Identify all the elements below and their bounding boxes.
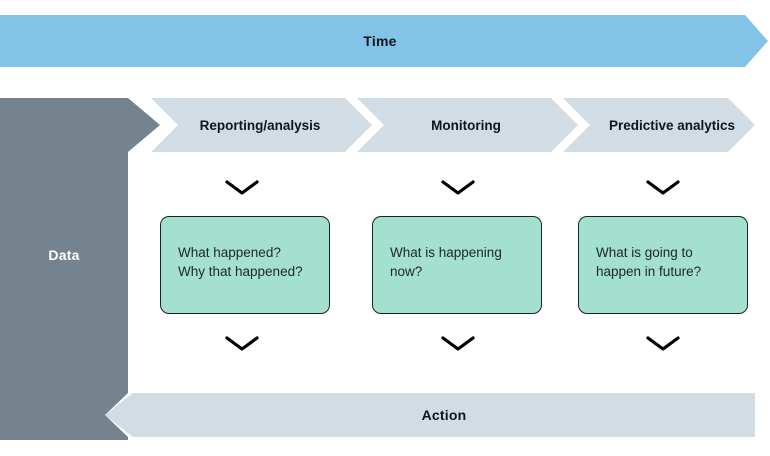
- stage-chevron-reporting-analysis[interactable]: [151, 98, 372, 152]
- question-box-reporting-analysis[interactable]: [160, 216, 330, 314]
- action-banner-shape: [105, 393, 755, 437]
- chevron-down-icon-monitoring-top: [441, 180, 475, 195]
- question-text-monitoring: What is happening now?: [390, 245, 502, 279]
- chevron-down-icon-predictive-bottom: [646, 336, 680, 351]
- question-box-predictive-analytics[interactable]: [578, 216, 748, 314]
- data-block-shape: [0, 98, 160, 440]
- question-text-reporting-analysis: What happened? Why that happened?: [178, 245, 303, 279]
- chevron-down-icon-reporting-top: [225, 180, 259, 195]
- time-banner-shape: [0, 15, 768, 67]
- chevron-down-icon-predictive-top: [646, 180, 680, 195]
- stage-chevron-monitoring[interactable]: [357, 98, 578, 152]
- stage-chevron-predictive-analytics[interactable]: [563, 98, 755, 152]
- chevron-down-icon-monitoring-bottom: [441, 336, 475, 351]
- question-text-predictive-analytics: What is going to happen in future?: [596, 245, 702, 279]
- chevron-down-icon-reporting-bottom: [225, 336, 259, 351]
- question-box-monitoring[interactable]: [372, 216, 542, 314]
